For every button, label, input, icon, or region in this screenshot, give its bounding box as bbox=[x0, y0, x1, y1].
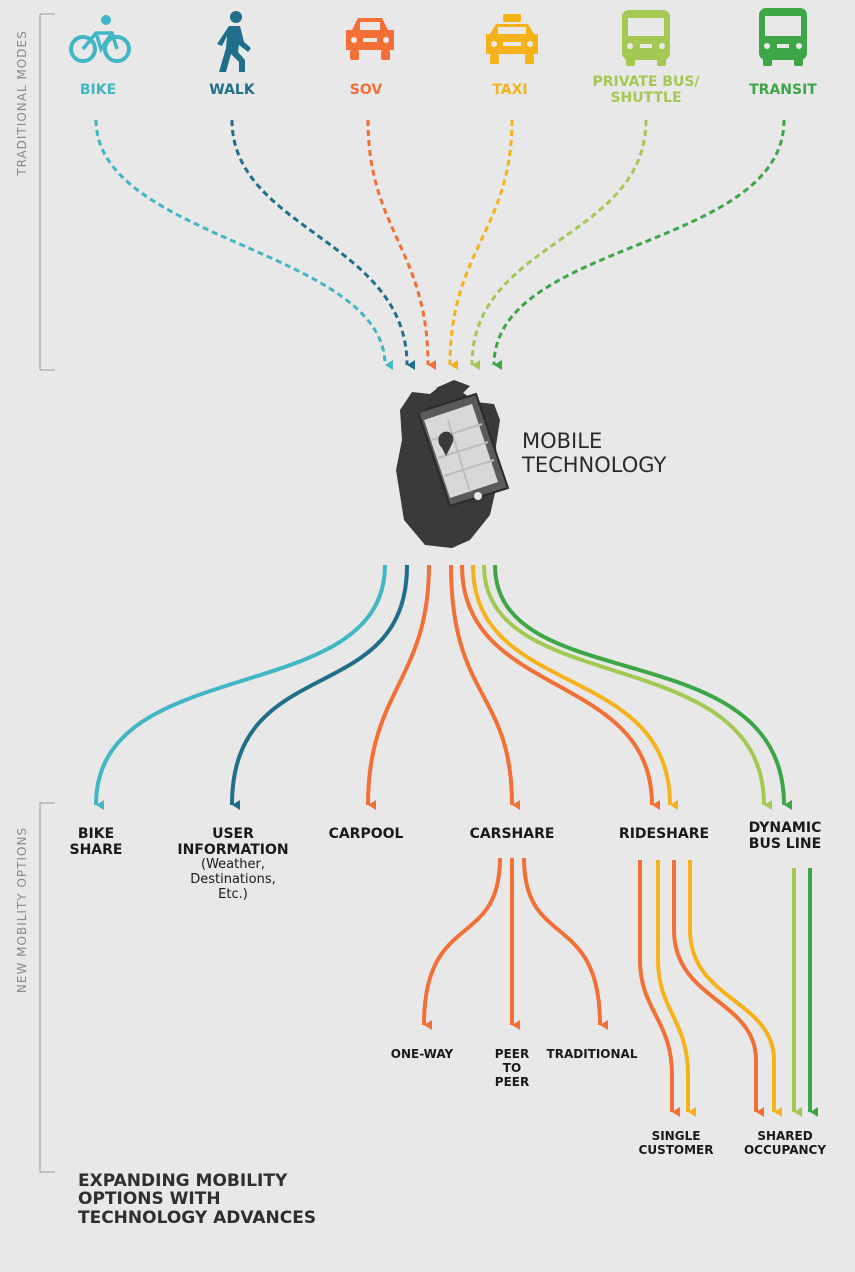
outflow-carpool bbox=[366, 564, 431, 811]
inflow-arrows bbox=[94, 119, 786, 371]
inflow-walk bbox=[230, 119, 416, 370]
branch-shared-taxi bbox=[688, 860, 782, 1117]
outflow-bus-private bbox=[482, 564, 773, 810]
outflow-bus-transit bbox=[493, 564, 793, 810]
option-carpool: CARPOOL bbox=[328, 826, 404, 842]
carshare-peer-to-peer: PEER TO PEER bbox=[494, 1047, 530, 1089]
branch-single-taxi bbox=[656, 860, 696, 1117]
inflow-sov bbox=[366, 119, 437, 370]
branch-traditional bbox=[522, 857, 609, 1030]
outflow-rideshare-taxi bbox=[471, 564, 679, 810]
branch-single-sov bbox=[638, 860, 680, 1117]
inflow-taxi bbox=[448, 119, 514, 371]
option-carshare: CARSHARE bbox=[469, 826, 555, 842]
option-dynamic-bus-line: DYNAMIC BUS LINE bbox=[748, 820, 822, 853]
mode-label-private-bus: PRIVATE BUS/ SHUTTLE bbox=[592, 74, 700, 107]
carshare-one-way: ONE-WAY bbox=[390, 1047, 454, 1061]
side-label-traditional-modes: TRADITIONAL MODES bbox=[15, 30, 29, 176]
branch-shared-sov bbox=[672, 860, 764, 1117]
diagram-title: EXPANDING MOBILITY OPTIONS WITH TECHNOLO… bbox=[78, 1171, 317, 1228]
outflow-user-information bbox=[230, 564, 409, 811]
mode-label-sov: SOV bbox=[349, 82, 383, 98]
outflow-arrows bbox=[94, 564, 793, 811]
occupancy-single-customer: SINGLE CUSTOMER bbox=[638, 1129, 714, 1157]
inflow-private-bus bbox=[470, 119, 648, 371]
option-user-information: USER INFORMATION (Weather, Destinations,… bbox=[153, 826, 313, 903]
mode-label-transit: TRANSIT bbox=[749, 82, 817, 98]
inflow-bike bbox=[94, 119, 394, 370]
bicycle-icon bbox=[69, 15, 131, 63]
traditional-modes-bracket bbox=[39, 13, 55, 371]
mobile-technology-label: MOBILE TECHNOLOGY bbox=[522, 429, 667, 477]
outflow-carshare bbox=[449, 564, 521, 810]
car-icon bbox=[346, 18, 394, 60]
new-options-bracket bbox=[39, 802, 55, 1173]
mode-label-walk: WALK bbox=[209, 82, 255, 98]
hand-holding-phone-icon bbox=[396, 380, 510, 548]
bus-line-branches bbox=[792, 868, 818, 1117]
mode-label-taxi: TAXI bbox=[492, 82, 528, 98]
mode-label-bike: BIKE bbox=[79, 82, 117, 98]
outflow-rideshare-sov bbox=[460, 564, 661, 810]
shuttle-bus-icon bbox=[622, 10, 670, 66]
option-rideshare: RIDESHARE bbox=[618, 826, 710, 842]
option-user-information-note: (Weather, Destinations, Etc.) bbox=[190, 857, 276, 903]
rideshare-branches bbox=[638, 860, 782, 1117]
carshare-branches bbox=[422, 857, 609, 1031]
occupancy-shared: SHARED OCCUPANCY bbox=[743, 1129, 827, 1157]
branch-one-way bbox=[422, 857, 502, 1031]
outflow-bike-share bbox=[94, 564, 387, 811]
option-bike-share: BIKE SHARE bbox=[69, 826, 123, 859]
transit-bus-icon bbox=[759, 8, 807, 66]
walking-person-icon bbox=[217, 11, 251, 72]
carshare-traditional: TRADITIONAL bbox=[546, 1047, 638, 1061]
inflow-transit bbox=[492, 119, 786, 371]
option-user-information-title: USER INFORMATION bbox=[177, 826, 289, 859]
taxi-icon bbox=[486, 14, 538, 64]
